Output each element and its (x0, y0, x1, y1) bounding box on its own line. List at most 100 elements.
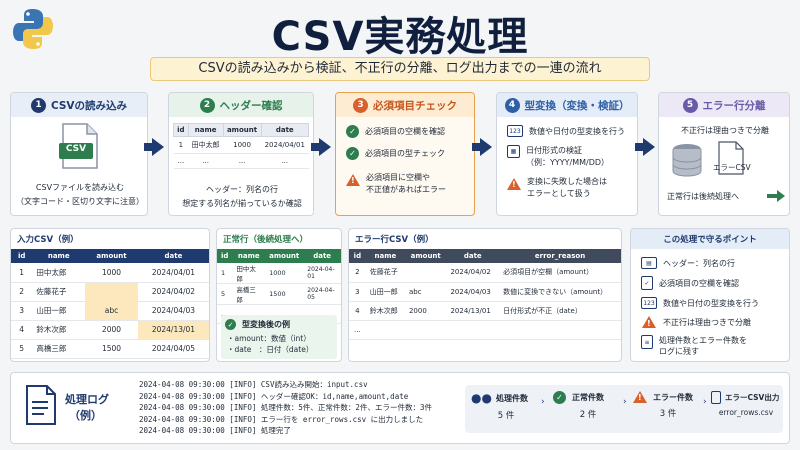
count-label: 処理件数 (495, 393, 528, 403)
log-counts: ●●処理件数 5 件 › ✓正常件数 2 件 › エラー件数 3 件 › エラー… (465, 385, 783, 433)
table-cell: 5 (11, 339, 33, 359)
table-header: name (187, 123, 224, 137)
step-3-title: 必須項目チェック (373, 99, 457, 112)
table-cell: 2024/04/01 (137, 263, 209, 283)
chevron-right-icon: › (541, 397, 545, 407)
table-cell: 2024/04/02 (446, 263, 500, 283)
table-cell (499, 320, 621, 340)
flow-arrow-icon (311, 138, 331, 156)
error-rows-title: エラー行CSV（例） (355, 235, 434, 245)
table-header: id (173, 123, 189, 137)
next-arrowhead-icon (777, 190, 785, 202)
point-item-label: ヘッダー：列名の行 (663, 258, 735, 268)
table-cell: 2 (11, 282, 33, 302)
step-4-warn-line2: エラーとして扱う (527, 189, 591, 198)
count-error: エラー件数 3 件 (633, 391, 703, 419)
table-cell: 佐藤花子 (365, 263, 405, 283)
conversion-example-box: ✓型変換後の例 ・amount：数値（int） ・date ：日付（date） (221, 315, 337, 359)
step-5-title: エラー行分離 (702, 99, 766, 112)
conversion-line-1: ・amount：数値（int） (227, 334, 311, 343)
step-4-item-1-label: 数値や日付の型変換を行う (529, 126, 625, 136)
step-3-warn-line1: 必須項目に空欄や (366, 173, 430, 182)
table-cell: 数値に変換できない（amount） (499, 282, 621, 302)
log-document-icon (26, 385, 56, 425)
chevron-right-icon: › (623, 397, 627, 407)
table-header: amount (222, 123, 262, 137)
step-2-table: id name amount date 1 田中太郎 1000 2024/04/… (173, 123, 310, 169)
table-header: date (164, 252, 183, 260)
step-4-title: 型変換（変換・検証） (524, 99, 630, 112)
table-cell: 田中太郎 (188, 136, 224, 154)
step-5-header: 5 エラー行分離 (659, 93, 789, 117)
table-cell: 4 (349, 301, 366, 321)
table-cell: 2024/04/03 (446, 282, 500, 302)
step-5-desc2: 正常行は後続処理へ (667, 192, 739, 201)
table-cell: 田中太郎 (32, 263, 86, 283)
log-line: 2024-04-08 09:30:00 [INFO] CSV読み込み開始：inp… (139, 380, 368, 389)
warning-icon (507, 178, 521, 190)
table-header: id (17, 252, 26, 260)
count-processed: ●●処理件数 5 件 (471, 391, 541, 421)
table-cell: 1500 (265, 283, 304, 305)
count-error-csv: エラーCSV出力 error_rows.csv (711, 391, 781, 417)
flow-arrow-icon (144, 138, 164, 156)
table-cell: ... (173, 153, 189, 169)
table-cell: 1000 (265, 263, 304, 284)
log-line: 2024-04-08 09:30:00 [INFO] 処理件数：5件、正常件数：… (139, 403, 432, 412)
warning-icon (633, 391, 647, 403)
warning-icon (642, 316, 656, 329)
table-cell: 4 (11, 320, 33, 340)
page-title: CSV実務処理 (271, 14, 529, 60)
log-line: 2024-04-08 09:30:00 [INFO] エラー行を error_r… (139, 414, 424, 424)
chevron-right-icon: › (703, 397, 707, 407)
log-lines: 2024-04-08 09:30:00 [INFO] CSV読み込み開始：inp… (139, 379, 432, 437)
conversion-line-2: ・date ：日付（date） (227, 345, 314, 354)
log-title: 処理ログ (65, 393, 109, 406)
step-1-header: 1 CSVの読み込み (11, 93, 147, 117)
point-item-label: 数値や日付の型変換を行う (663, 298, 759, 308)
table-cell: 田中太郎 (232, 263, 266, 284)
next-arrow-icon (767, 194, 779, 198)
step-3-item-2-label: 必須項目の型チェック (365, 149, 445, 158)
table-cell: 1 (11, 263, 33, 283)
table-cell: 佐藤花子 (32, 282, 86, 302)
table-cell: ... (261, 153, 309, 169)
table-header: id (353, 252, 362, 260)
table-icon: ▤ (641, 257, 657, 269)
table-cell: 2024/04/05 (137, 339, 209, 359)
count-label: 正常件数 (572, 393, 604, 402)
warning-icon (346, 174, 360, 186)
count-label: エラー件数 (653, 392, 693, 402)
python-logo-icon (13, 9, 53, 49)
count-value: 3 件 (659, 409, 677, 419)
table-header: error_reason (534, 252, 586, 260)
table-cell: ... (349, 320, 366, 340)
step-2-desc1: ヘッダー：列名の行 (206, 185, 278, 194)
step-3-item-1: ✓必須項目の空欄を確認 (346, 125, 474, 138)
table-cell (365, 320, 405, 340)
step-5-number: 5 (682, 97, 698, 113)
table-header: id (221, 252, 229, 260)
csv-icon-label: CSV (65, 144, 87, 154)
step-1-title: CSVの読み込み (50, 99, 128, 112)
step-5-card: 5 エラー行分離 不正行は理由つきで分離 エラーCSV 正常行は後続処理へ (658, 92, 790, 216)
page-subtitle: CSVの読み込みから検証、不正行の分離、ログ出力までの一連の流れ (150, 57, 650, 81)
step-1-desc1: CSVファイルを読み込む (35, 183, 125, 192)
table-cell: 2024-04-05 (303, 283, 341, 305)
point-item: ✓必須項目の空欄を確認 (641, 276, 789, 290)
check-icon: ✓ (225, 319, 236, 330)
table-cell: 1 (173, 136, 189, 154)
check-icon: ✓ (553, 391, 566, 404)
document-icon: ≡ (641, 335, 653, 349)
